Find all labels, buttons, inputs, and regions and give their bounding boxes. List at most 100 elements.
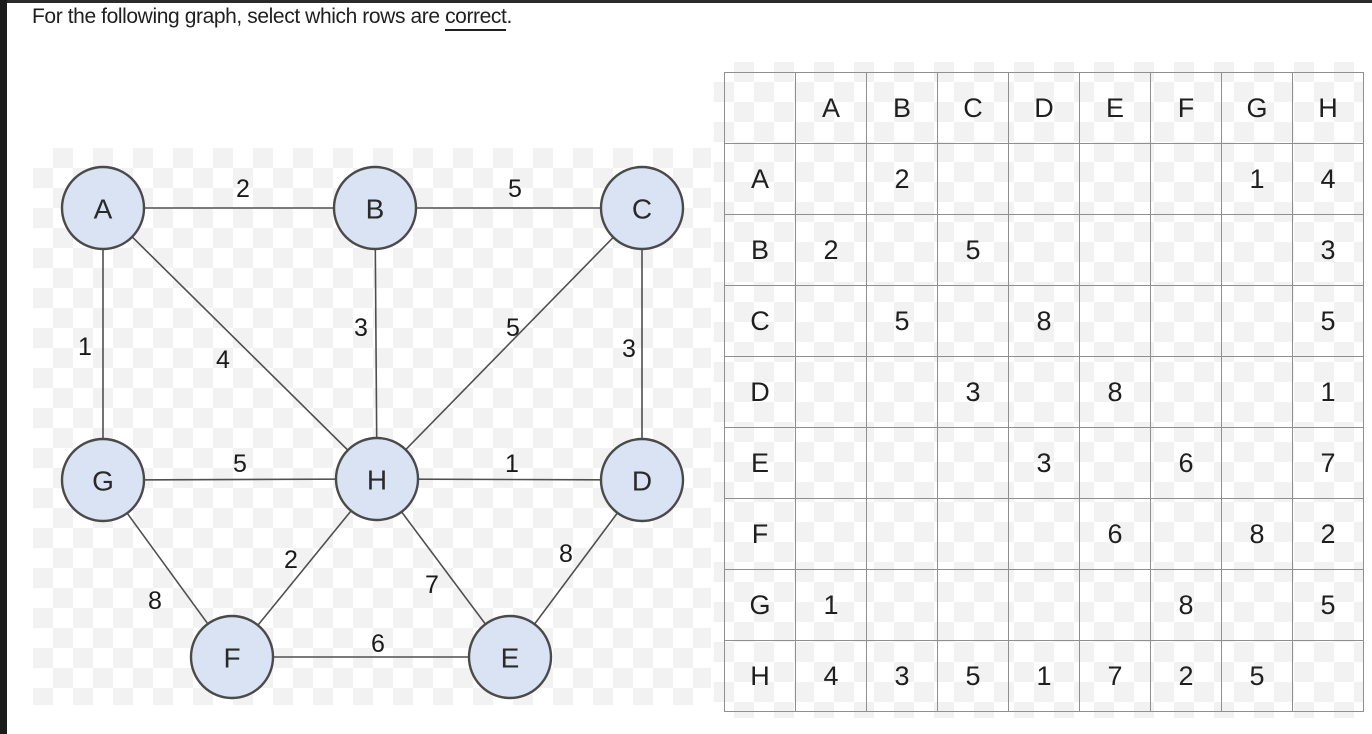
matrix-col-header-E: E xyxy=(1079,72,1151,144)
matrix-col-header-A: A xyxy=(795,72,867,144)
matrix-row-header-D: D xyxy=(724,356,796,428)
matrix-cell-B-G xyxy=(1221,214,1293,286)
graph-node-H xyxy=(334,436,420,522)
matrix-cell-E-A xyxy=(795,427,867,499)
graph-node-C xyxy=(599,165,685,251)
matrix-cell-F-G: 8 xyxy=(1221,498,1293,570)
matrix-col-header-H: H xyxy=(1292,72,1364,144)
graph-node-D xyxy=(599,437,685,523)
matrix-cell-H-E: 7 xyxy=(1079,640,1151,712)
matrix-cell-F-F xyxy=(1150,498,1222,570)
matrix-cell-E-G xyxy=(1221,427,1293,499)
matrix-cell-H-H xyxy=(1292,640,1364,712)
matrix-cell-B-F xyxy=(1150,214,1222,286)
matrix-cell-G-H: 5 xyxy=(1292,569,1364,641)
graph-node-E xyxy=(467,614,553,700)
graph-edge-weight-B-C: 5 xyxy=(508,175,522,203)
graph-node-label-A: A xyxy=(94,194,113,225)
matrix-cell-F-C xyxy=(937,498,1009,570)
graph-edge-weight-G-F: 8 xyxy=(148,587,162,615)
graph-edge-G-H xyxy=(102,478,378,481)
matrix-cell-A-C xyxy=(937,143,1009,215)
graph-edge-weight-A-B: 2 xyxy=(236,175,250,203)
page-title-underlined-word: correct xyxy=(445,5,507,31)
matrix-cell-F-A xyxy=(795,498,867,570)
graph-edge-weight-A-G: 1 xyxy=(78,333,92,361)
matrix-row-header-E: E xyxy=(724,427,796,499)
matrix-cell-G-F: 8 xyxy=(1150,569,1222,641)
graph-edge-weight-H-E: 7 xyxy=(425,571,439,599)
graph-edge-A-H xyxy=(102,207,378,480)
graph-edge-weight-F-E: 6 xyxy=(371,630,385,658)
matrix-cell-C-B: 5 xyxy=(866,285,938,357)
matrix-row-header-A: A xyxy=(724,143,796,215)
matrix-cell-D-A xyxy=(795,356,867,428)
left-edge-bar xyxy=(0,0,7,734)
matrix-cell-E-E xyxy=(1079,427,1151,499)
matrix-row-header-C: C xyxy=(724,285,796,357)
graph-edge-weight-H-F: 2 xyxy=(284,546,298,574)
matrix-cell-G-A: 1 xyxy=(795,569,867,641)
matrix-col-header-D: D xyxy=(1008,72,1080,144)
matrix-cell-F-D xyxy=(1008,498,1080,570)
matrix-cell-E-D: 3 xyxy=(1008,427,1080,499)
matrix-cell-A-A xyxy=(795,143,867,215)
matrix-cell-B-D xyxy=(1008,214,1080,286)
matrix-cell-H-B: 3 xyxy=(866,640,938,712)
matrix-row-header-G: G xyxy=(724,569,796,641)
matrix-cell-B-A: 2 xyxy=(795,214,867,286)
matrix-cell-A-F xyxy=(1150,143,1222,215)
matrix-col-header-C: C xyxy=(937,72,1009,144)
matrix-cell-C-A xyxy=(795,285,867,357)
graph-node-label-G: G xyxy=(92,466,114,497)
graph-node-G xyxy=(60,437,146,523)
matrix-cell-C-F xyxy=(1150,285,1222,357)
graph-edge-weight-C-D: 3 xyxy=(622,335,636,363)
matrix-cell-C-D: 8 xyxy=(1008,285,1080,357)
matrix-cell-H-A: 4 xyxy=(795,640,867,712)
matrix-row-header-F: F xyxy=(724,498,796,570)
matrix-col-header-B: B xyxy=(866,72,938,144)
matrix-cell-B-H: 3 xyxy=(1292,214,1364,286)
matrix-cell-D-C: 3 xyxy=(937,356,1009,428)
graph-node-label-F: F xyxy=(223,643,240,674)
graph-node-label-E: E xyxy=(501,643,520,674)
matrix-cell-F-B xyxy=(866,498,938,570)
graph-node-B xyxy=(332,165,418,251)
matrix-corner-cell xyxy=(724,72,796,144)
matrix-cell-D-D xyxy=(1008,356,1080,428)
matrix-row-header-H: H xyxy=(724,640,796,712)
matrix-cell-D-B xyxy=(866,356,938,428)
matrix-cell-E-H: 7 xyxy=(1292,427,1364,499)
matrix-row-header-B: B xyxy=(724,214,796,286)
matrix-cell-G-D xyxy=(1008,569,1080,641)
graph-edge-weight-G-H: 5 xyxy=(233,450,247,478)
matrix-cell-B-E xyxy=(1079,214,1151,286)
matrix-cell-C-G xyxy=(1221,285,1293,357)
matrix-cell-H-D: 1 xyxy=(1008,640,1080,712)
matrix-col-header-G: G xyxy=(1221,72,1293,144)
graph-edge-B-H xyxy=(374,207,378,480)
graph-edge-weight-B-H: 3 xyxy=(354,314,368,342)
page-title-prefix: For the following graph, select which ro… xyxy=(32,5,446,28)
matrix-cell-D-E: 8 xyxy=(1079,356,1151,428)
matrix-cell-D-G xyxy=(1221,356,1293,428)
matrix-cell-G-E xyxy=(1079,569,1151,641)
graph-edge-H-D xyxy=(376,478,643,481)
graph-edge-weight-A-H: 4 xyxy=(216,346,230,374)
top-divider-rule xyxy=(0,0,1372,3)
graph-edge-weight-D-E: 8 xyxy=(559,540,573,568)
matrix-cell-G-B xyxy=(866,569,938,641)
